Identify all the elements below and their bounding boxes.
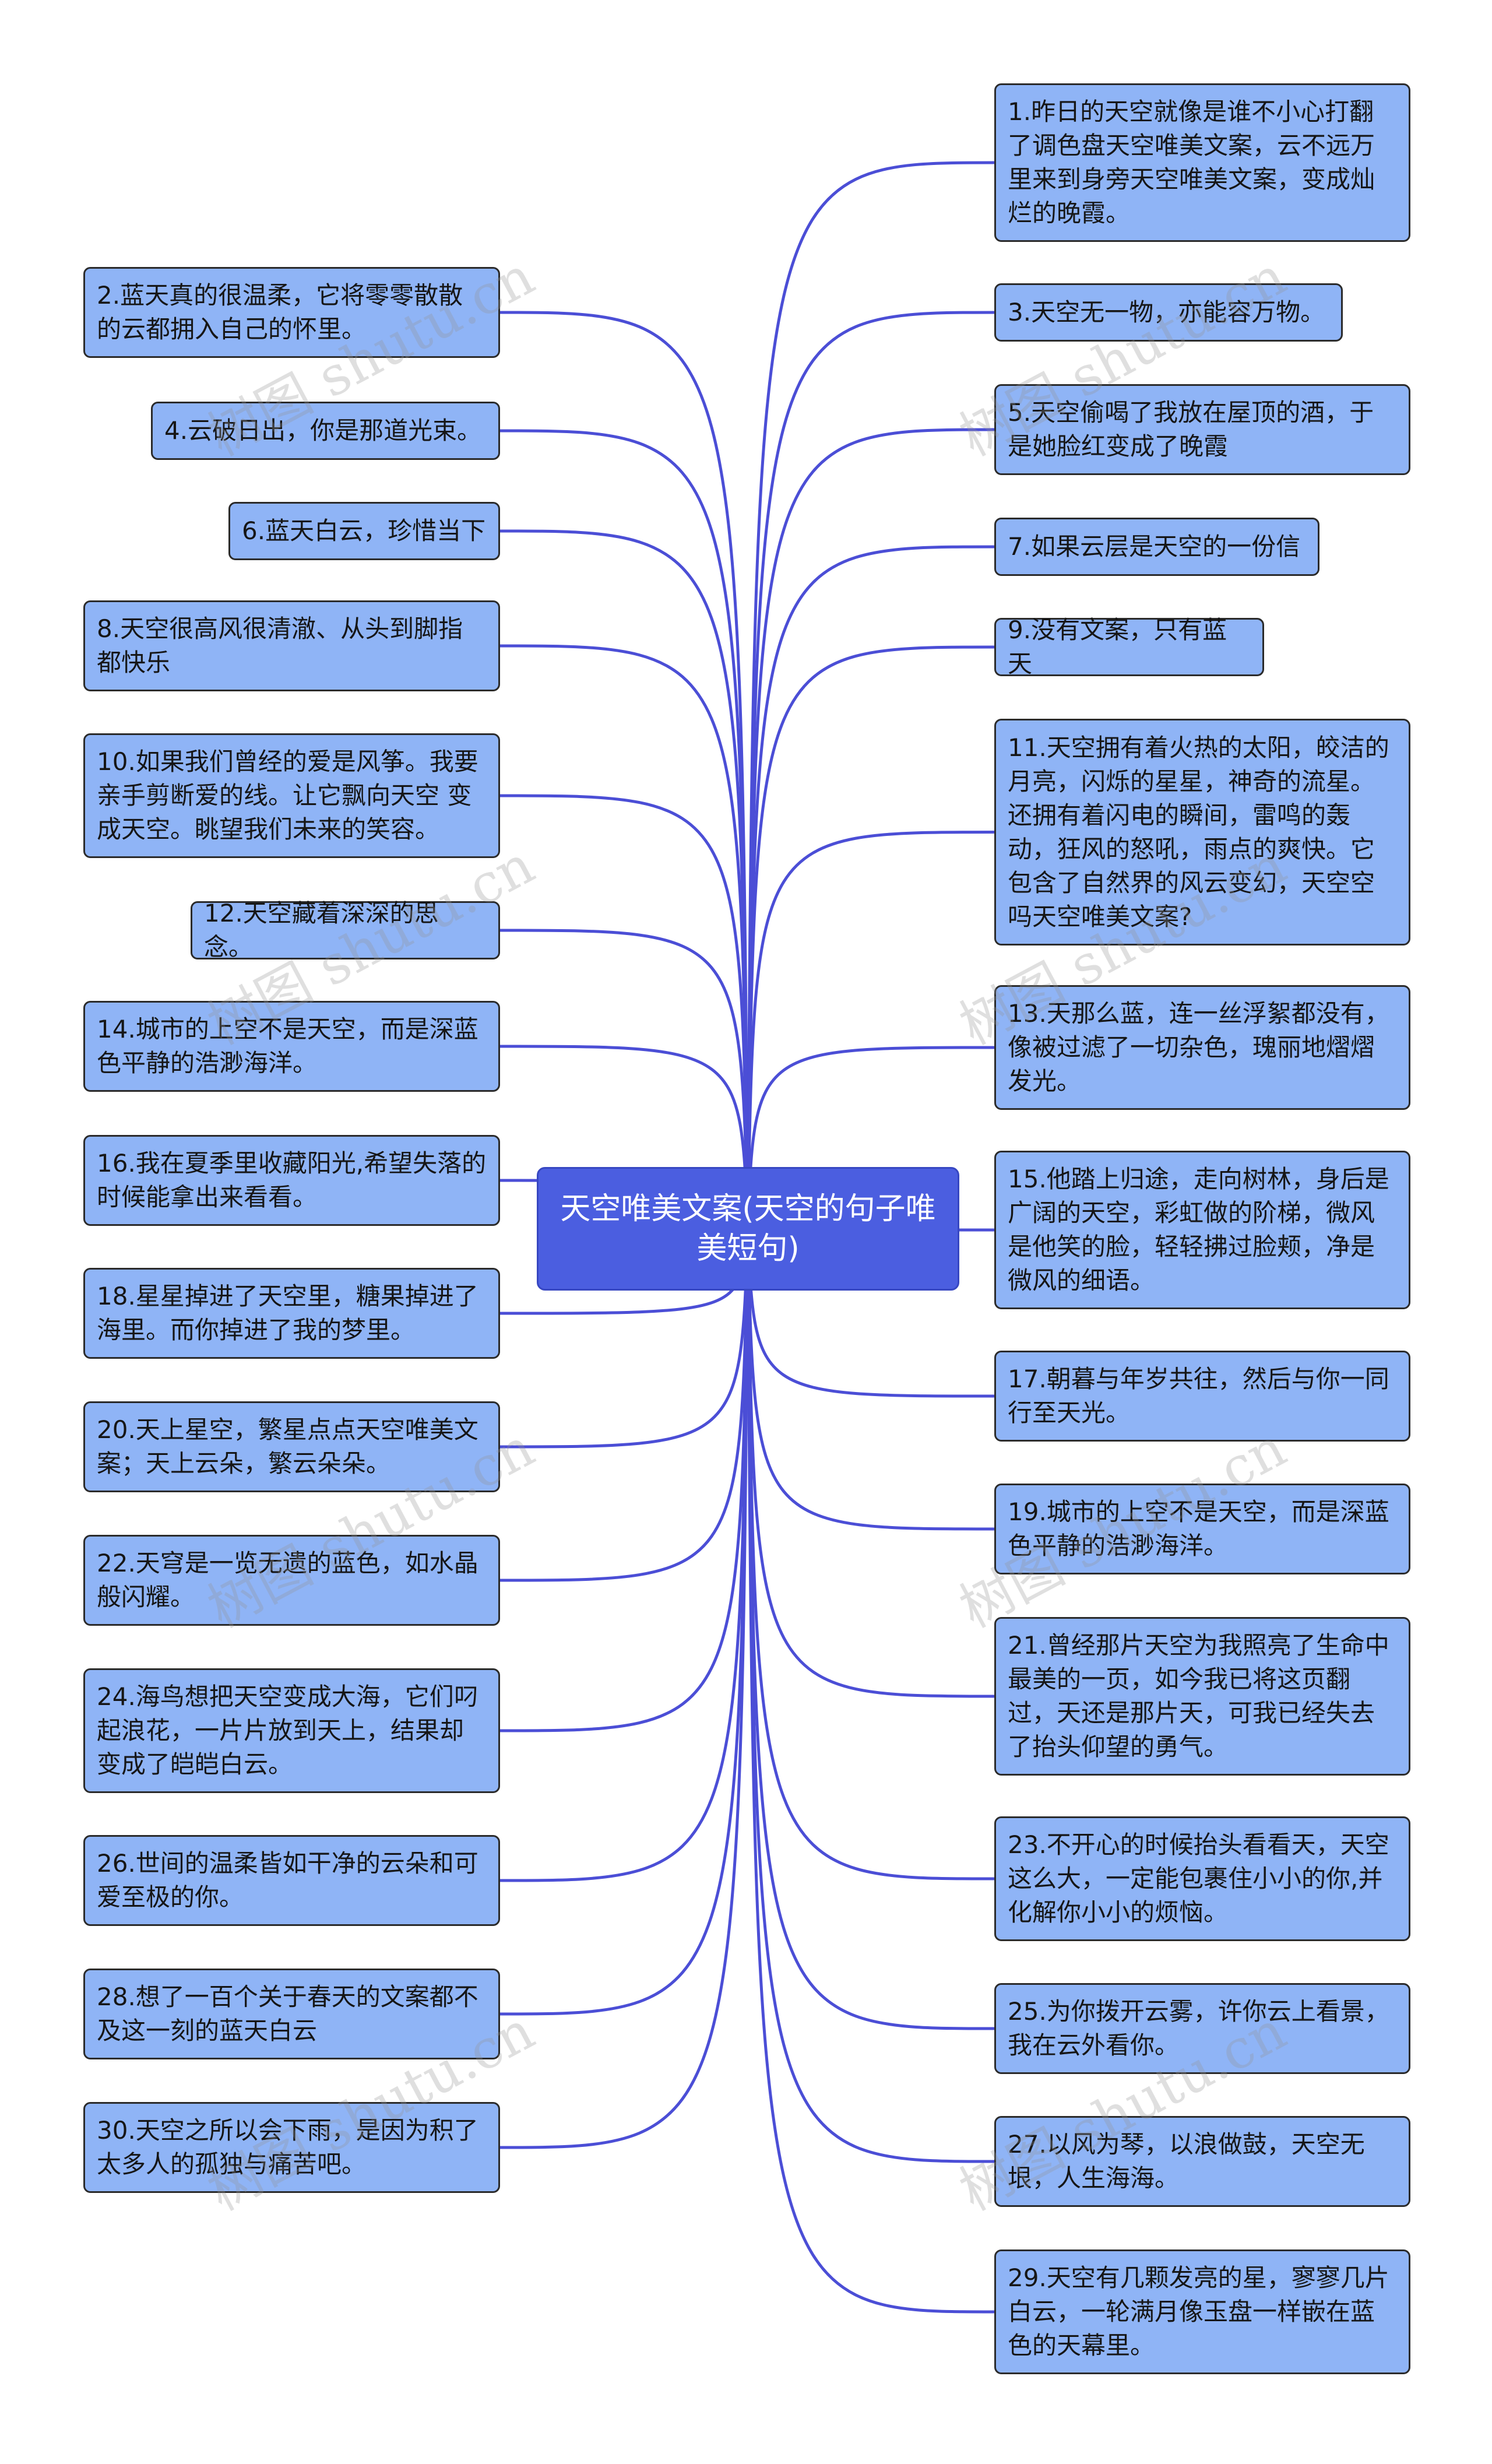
- topic-node-label: 4.云破日出，你是那道光束。: [164, 416, 482, 445]
- topic-node-23[interactable]: 23.不开心的时候抬头看看天，天空这么大，一定能包裹住小小的你,并化解你小小的烦…: [994, 1816, 1410, 1941]
- topic-node-label: 14.城市的上空不是天空，而是深蓝色平静的浩渺海洋。: [97, 1015, 478, 1077]
- connector-12: [499, 929, 749, 1229]
- connector-26: [499, 1228, 749, 1882]
- topic-node-6[interactable]: 6.蓝天白云，珍惜当下: [228, 502, 500, 560]
- topic-node-label: 1.昨日的天空就像是谁不小心打翻了调色盘天空唯美文案，云不远万里来到身旁天空唯美…: [1008, 97, 1375, 227]
- connector-10: [499, 794, 749, 1229]
- connector-3: [746, 311, 995, 1229]
- topic-node-label: 3.天空无一物，亦能容万物。: [1008, 298, 1325, 326]
- topic-node-20[interactable]: 20.天上星空，繁星点点天空唯美文案；天上云朵，繁云朵朵。: [83, 1401, 500, 1492]
- topic-node-3[interactable]: 3.天空无一物，亦能容万物。: [994, 283, 1343, 342]
- connector-7: [746, 545, 995, 1229]
- connector-19: [746, 1228, 995, 1531]
- connector-9: [746, 645, 995, 1229]
- topic-node-label: 12.天空藏着深深的思念。: [204, 899, 439, 961]
- topic-node-label: 26.世间的温柔皆如干净的云朵和可爱至极的你。: [97, 1849, 478, 1911]
- connector-28: [499, 1228, 749, 2016]
- topic-node-label: 13.天那么蓝，连一丝浮絮都没有，像被过滤了一切杂色，瑰丽地熠熠发光。: [1008, 999, 1389, 1095]
- topic-node-2[interactable]: 2.蓝天真的很温柔，它将零零散散的云都拥入自己的怀里。: [83, 267, 500, 358]
- topic-node-30[interactable]: 30.天空之所以会下雨，是因为积了太多人的孤独与痛苦吧。: [83, 2102, 500, 2193]
- topic-node-17[interactable]: 17.朝暮与年岁共往，然后与你一同行至天光。: [994, 1351, 1410, 1442]
- topic-node-19[interactable]: 19.城市的上空不是天空，而是深蓝色平静的浩渺海洋。: [994, 1484, 1410, 1574]
- topic-node-label: 7.如果云层是天空的一份信: [1008, 532, 1301, 561]
- topic-node-label: 5.天空偷喝了我放在屋顶的酒，于是她脸红变成了晚霞: [1008, 398, 1374, 461]
- root-topic-label: 天空唯美文案(天空的句子唯美短句): [560, 1191, 936, 1266]
- topic-node-label: 16.我在夏季里收藏阳光,希望失落的时候能拿出来看看。: [97, 1149, 487, 1211]
- connector-25: [746, 1228, 995, 2030]
- topic-node-18[interactable]: 18.星星掉进了天空里，糖果掉进了海里。而你掉进了我的梦里。: [83, 1268, 500, 1359]
- topic-node-label: 23.不开心的时候抬头看看天，天空这么大，一定能包裹住小小的你,并化解你小小的烦…: [1008, 1830, 1389, 1927]
- connector-14: [499, 1045, 749, 1229]
- topic-node-label: 8.天空很高风很清澈、从头到脚指都快乐: [97, 614, 463, 677]
- topic-node-label: 2.蓝天真的很温柔，它将零零散散的云都拥入自己的怀里。: [97, 281, 463, 343]
- connector-20: [499, 1228, 749, 1449]
- topic-node-26[interactable]: 26.世间的温柔皆如干净的云朵和可爱至极的你。: [83, 1835, 500, 1926]
- topic-node-10[interactable]: 10.如果我们曾经的爱是风筝。我要亲手剪断爱的线。让它飘向天空 变成天空。眺望我…: [83, 733, 500, 858]
- connector-29: [746, 1228, 995, 2314]
- topic-node-11[interactable]: 11.天空拥有着火热的太阳，皎洁的月亮，闪烁的星星，神奇的流星。还拥有着闪电的瞬…: [994, 719, 1410, 945]
- connector-23: [746, 1228, 995, 1880]
- topic-node-21[interactable]: 21.曾经那片天空为我照亮了生命中最美的一页，如今我已将这页翻过，天还是那片天，…: [994, 1617, 1410, 1776]
- topic-node-label: 24.海鸟想把天空变成大海，它们叼起浪花，一片片放到天上，结果却变成了皑皑白云。: [97, 1682, 478, 1778]
- topic-node-22[interactable]: 22.天穹是一览无遗的蓝色，如水晶般闪耀。: [83, 1535, 500, 1626]
- connector-30: [499, 1228, 749, 2149]
- topic-node-label: 19.城市的上空不是天空，而是深蓝色平静的浩渺海洋。: [1008, 1498, 1389, 1560]
- topic-node-13[interactable]: 13.天那么蓝，连一丝浮絮都没有，像被过滤了一切杂色，瑰丽地熠熠发光。: [994, 985, 1410, 1110]
- topic-node-label: 11.天空拥有着火热的太阳，皎洁的月亮，闪烁的星星，神奇的流星。还拥有着闪电的瞬…: [1008, 733, 1389, 931]
- topic-node-24[interactable]: 24.海鸟想把天空变成大海，它们叼起浪花，一片片放到天上，结果却变成了皑皑白云。: [83, 1668, 500, 1793]
- topic-node-label: 6.蓝天白云，珍惜当下: [242, 516, 486, 545]
- topic-node-label: 21.曾经那片天空为我照亮了生命中最美的一页，如今我已将这页翻过，天还是那片天，…: [1008, 1631, 1389, 1761]
- topic-node-28[interactable]: 28.想了一百个关于春天的文案都不及这一刻的蓝天白云: [83, 1969, 500, 2059]
- topic-node-4[interactable]: 4.云破日出，你是那道光束。: [151, 402, 500, 460]
- topic-node-12[interactable]: 12.天空藏着深深的思念。: [191, 899, 500, 961]
- topic-node-label: 17.朝暮与年岁共往，然后与你一同行至天光。: [1008, 1365, 1389, 1427]
- topic-node-27[interactable]: 27.以风为琴，以浪做鼓，天空无垠，人生海海。: [994, 2116, 1410, 2207]
- topic-node-label: 10.如果我们曾经的爱是风筝。我要亲手剪断爱的线。让它飘向天空 变成天空。眺望我…: [97, 747, 478, 843]
- topic-node-label: 30.天空之所以会下雨，是因为积了太多人的孤独与痛苦吧。: [97, 2116, 478, 2178]
- connector-5: [746, 428, 995, 1229]
- topic-node-16[interactable]: 16.我在夏季里收藏阳光,希望失落的时候能拿出来看看。: [83, 1135, 500, 1226]
- topic-node-8[interactable]: 8.天空很高风很清澈、从头到脚指都快乐: [83, 600, 500, 691]
- topic-node-14[interactable]: 14.城市的上空不是天空，而是深蓝色平静的浩渺海洋。: [83, 1001, 500, 1092]
- topic-node-label: 18.星星掉进了天空里，糖果掉进了海里。而你掉进了我的梦里。: [97, 1282, 478, 1344]
- topic-node-label: 29.天空有几颗发亮的星，寥寥几片白云，一轮满月像玉盘一样嵌在蓝色的天幕里。: [1008, 2263, 1389, 2360]
- connector-21: [746, 1228, 995, 1698]
- connector-11: [746, 831, 995, 1229]
- root-topic[interactable]: 天空唯美文案(天空的句子唯美短句): [537, 1167, 959, 1291]
- topic-node-7[interactable]: 7.如果云层是天空的一份信: [994, 518, 1319, 576]
- topic-node-9[interactable]: 9.没有文案，只有蓝天: [994, 616, 1264, 678]
- connector-8: [499, 644, 749, 1229]
- topic-node-label: 25.为你拨开云雾，许你云上看景，我在云外看你。: [1008, 1997, 1389, 2059]
- topic-node-5[interactable]: 5.天空偷喝了我放在屋顶的酒，于是她脸红变成了晚霞: [994, 384, 1410, 475]
- topic-node-label: 27.以风为琴，以浪做鼓，天空无垠，人生海海。: [1008, 2130, 1365, 2192]
- topic-node-29[interactable]: 29.天空有几颗发亮的星，寥寥几片白云，一轮满月像玉盘一样嵌在蓝色的天幕里。: [994, 2249, 1410, 2374]
- connector-4: [499, 429, 749, 1229]
- topic-node-label: 28.想了一百个关于春天的文案都不及这一刻的蓝天白云: [97, 1983, 478, 2045]
- topic-node-label: 15.他踏上归途，走向树林，身后是广阔的天空，彩虹做的阶梯，微风是他笑的脸，轻轻…: [1008, 1165, 1389, 1295]
- topic-node-label: 9.没有文案，只有蓝天: [1008, 616, 1227, 678]
- connector-13: [746, 1046, 995, 1229]
- topic-node-15[interactable]: 15.他踏上归途，走向树林，身后是广阔的天空，彩虹做的阶梯，微风是他笑的脸，轻轻…: [994, 1151, 1410, 1309]
- topic-node-25[interactable]: 25.为你拨开云雾，许你云上看景，我在云外看你。: [994, 1983, 1410, 2074]
- topic-node-label: 22.天穹是一览无遗的蓝色，如水晶般闪耀。: [97, 1549, 478, 1611]
- topic-node-label: 20.天上星空，繁星点点天空唯美文案；天上云朵，繁云朵朵。: [97, 1415, 478, 1478]
- connector-6: [499, 529, 749, 1229]
- connector-2: [499, 311, 749, 1229]
- topic-node-1[interactable]: 1.昨日的天空就像是谁不小心打翻了调色盘天空唯美文案，云不远万里来到身旁天空唯美…: [994, 83, 1410, 242]
